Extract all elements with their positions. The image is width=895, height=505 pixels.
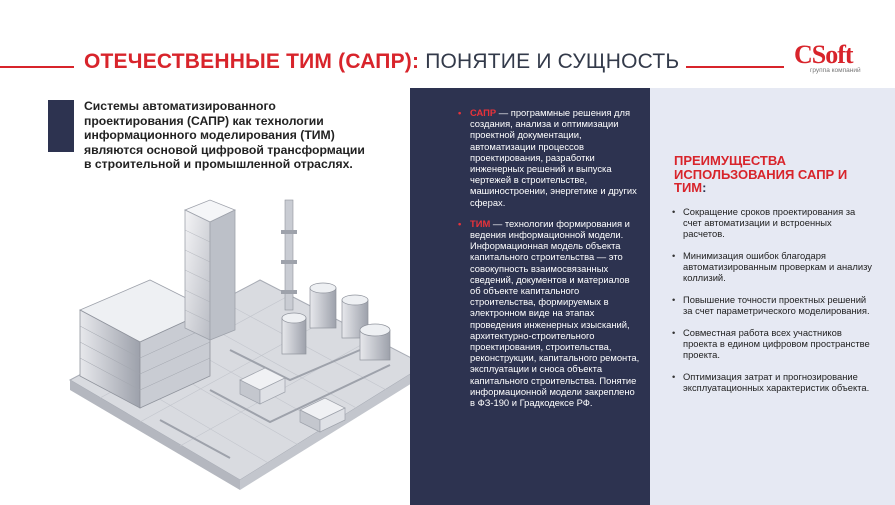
benefits-title-text: ПРЕИМУЩЕСТВА ИСПОЛЬЗОВАНИЯ САПР И ТИМ [674, 153, 848, 195]
list-item-text: Совместная работа всех участников проект… [683, 327, 870, 360]
definition-tim: • ТИМ — технологии формирования и ведения… [458, 217, 640, 409]
definitions-text: • САПР — программные решения для создания… [458, 107, 640, 418]
list-item: • Оптимизация затрат и прогнозирование эк… [672, 371, 872, 393]
intro-accent-bar [48, 100, 74, 152]
list-item: • Минимизация ошибок благодаря автоматизи… [672, 250, 872, 283]
bullet-icon: • [672, 206, 676, 217]
definitions-panel [410, 88, 650, 505]
industrial-complex-illustration [68, 199, 427, 490]
bullet-icon: • [672, 250, 676, 261]
list-item: • Совместная работа всех участников проек… [672, 327, 872, 360]
page-title-rest: ПОНЯТИЕ И СУЩНОСТЬ [419, 50, 680, 73]
benefits-title: ПРЕИМУЩЕСТВА ИСПОЛЬЗОВАНИЯ САПР И ТИМ: [674, 154, 874, 195]
title-row: ОТЕЧЕСТВЕННЫЕ ТИМ (САПР): ПОНЯТИЕ И СУЩН… [0, 46, 895, 80]
bullet-icon: • [672, 371, 676, 382]
bullet-icon: • [458, 107, 462, 118]
list-item-text: Оптимизация затрат и прогнозирование экс… [683, 371, 870, 393]
bullet-icon: • [672, 327, 676, 338]
title-divider-left [0, 66, 74, 68]
definition-body: — технологии формирования и ведения инфо… [470, 217, 640, 409]
benefits-list: • Сокращение сроков проектирования за сче… [672, 206, 872, 404]
benefits-title-colon: : [702, 180, 707, 195]
bullet-icon: • [672, 294, 676, 305]
csoft-logo: CSoft группа компаний [794, 42, 884, 82]
logo-wordmark: CSoft [794, 40, 854, 69]
list-item: • Сокращение сроков проектирования за сче… [672, 206, 872, 239]
title-divider-right [686, 66, 784, 68]
definition-body: — программные решения для создания, анал… [470, 107, 637, 208]
intro-text: Системы автоматизированного проектирован… [84, 99, 365, 172]
definition-term: САПР [470, 107, 497, 118]
list-item-text: Повышение точности проектных решений за … [683, 294, 870, 316]
logo-tagline: группа компаний [810, 67, 861, 74]
page-title-bold: ОТЕЧЕСТВЕННЫЕ ТИМ (САПР): [84, 50, 420, 73]
list-item-text: Минимизация ошибок благодаря автоматизир… [683, 250, 872, 283]
benefits-panel [650, 88, 895, 505]
definition-term: ТИМ [470, 217, 491, 229]
bullet-icon: • [458, 217, 462, 229]
list-item-text: Сокращение сроков проектирования за счет… [683, 206, 856, 239]
list-item: • Повышение точности проектных решений за… [672, 294, 872, 316]
page-title: ОТЕЧЕСТВЕННЫЕ ТИМ (САПР): ПОНЯТИЕ И СУЩН… [84, 50, 679, 74]
definition-sapr: • САПР — программные решения для создания… [458, 107, 640, 208]
